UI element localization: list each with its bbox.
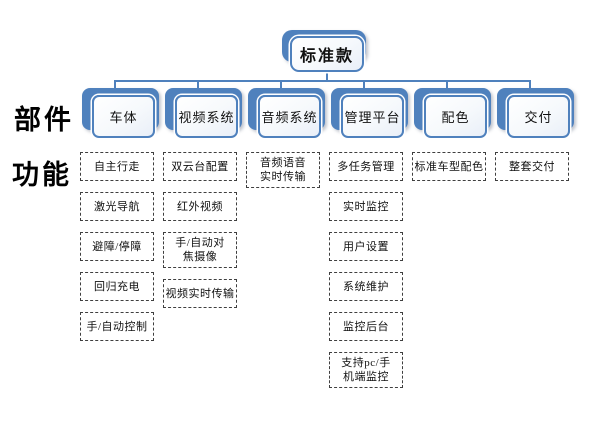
function-box: 回归充电 — [80, 272, 154, 301]
category-box-face: 管理平台 — [341, 95, 404, 138]
root-label: 标准款 — [299, 48, 354, 65]
function-box: 双云台配置 — [163, 152, 237, 181]
function-box: 系统维护 — [329, 272, 403, 301]
function-box: 标准车型配色 — [412, 152, 486, 181]
category-label: 音频系统 — [261, 110, 318, 125]
function-box: 音频语音 实时传输 — [246, 152, 320, 188]
category-box: 视频系统 — [165, 88, 243, 138]
root-box: 标准款 — [282, 30, 366, 72]
category-box-face: 音频系统 — [258, 95, 321, 138]
category-box-face: 配色 — [424, 95, 487, 138]
function-box: 红外视频 — [163, 192, 237, 221]
function-box: 自主行走 — [80, 152, 154, 181]
function-box: 激光导航 — [80, 192, 154, 221]
category-label: 配色 — [441, 110, 470, 125]
category-box: 配色 — [414, 88, 492, 138]
row-label-functions: 功能 — [12, 160, 72, 190]
function-box: 整套交付 — [495, 152, 569, 181]
root-box-face: 标准款 — [290, 36, 364, 72]
category-box: 管理平台 — [331, 88, 409, 138]
function-box: 实时监控 — [329, 192, 403, 221]
category-label: 视频系统 — [178, 110, 235, 125]
function-box: 避障/停障 — [80, 232, 154, 261]
function-box: 用户设置 — [329, 232, 403, 261]
function-box: 监控后台 — [329, 312, 403, 341]
function-box: 支持pc/手 机端监控 — [329, 352, 403, 388]
row-label-parts: 部件 — [14, 105, 74, 135]
category-box-face: 交付 — [507, 95, 570, 138]
category-box: 音频系统 — [248, 88, 326, 138]
category-box: 交付 — [497, 88, 575, 138]
category-label: 交付 — [524, 110, 553, 125]
category-box-face: 视频系统 — [175, 95, 238, 138]
category-box-face: 车体 — [92, 95, 155, 138]
category-label: 管理平台 — [344, 110, 401, 125]
category-box: 车体 — [82, 88, 160, 138]
function-box: 手/自动对 焦摄像 — [163, 232, 237, 268]
function-box: 视频实时传输 — [163, 279, 237, 308]
function-box: 多任务管理 — [329, 152, 403, 181]
function-box: 手/自动控制 — [80, 312, 154, 341]
category-label: 车体 — [109, 110, 138, 125]
